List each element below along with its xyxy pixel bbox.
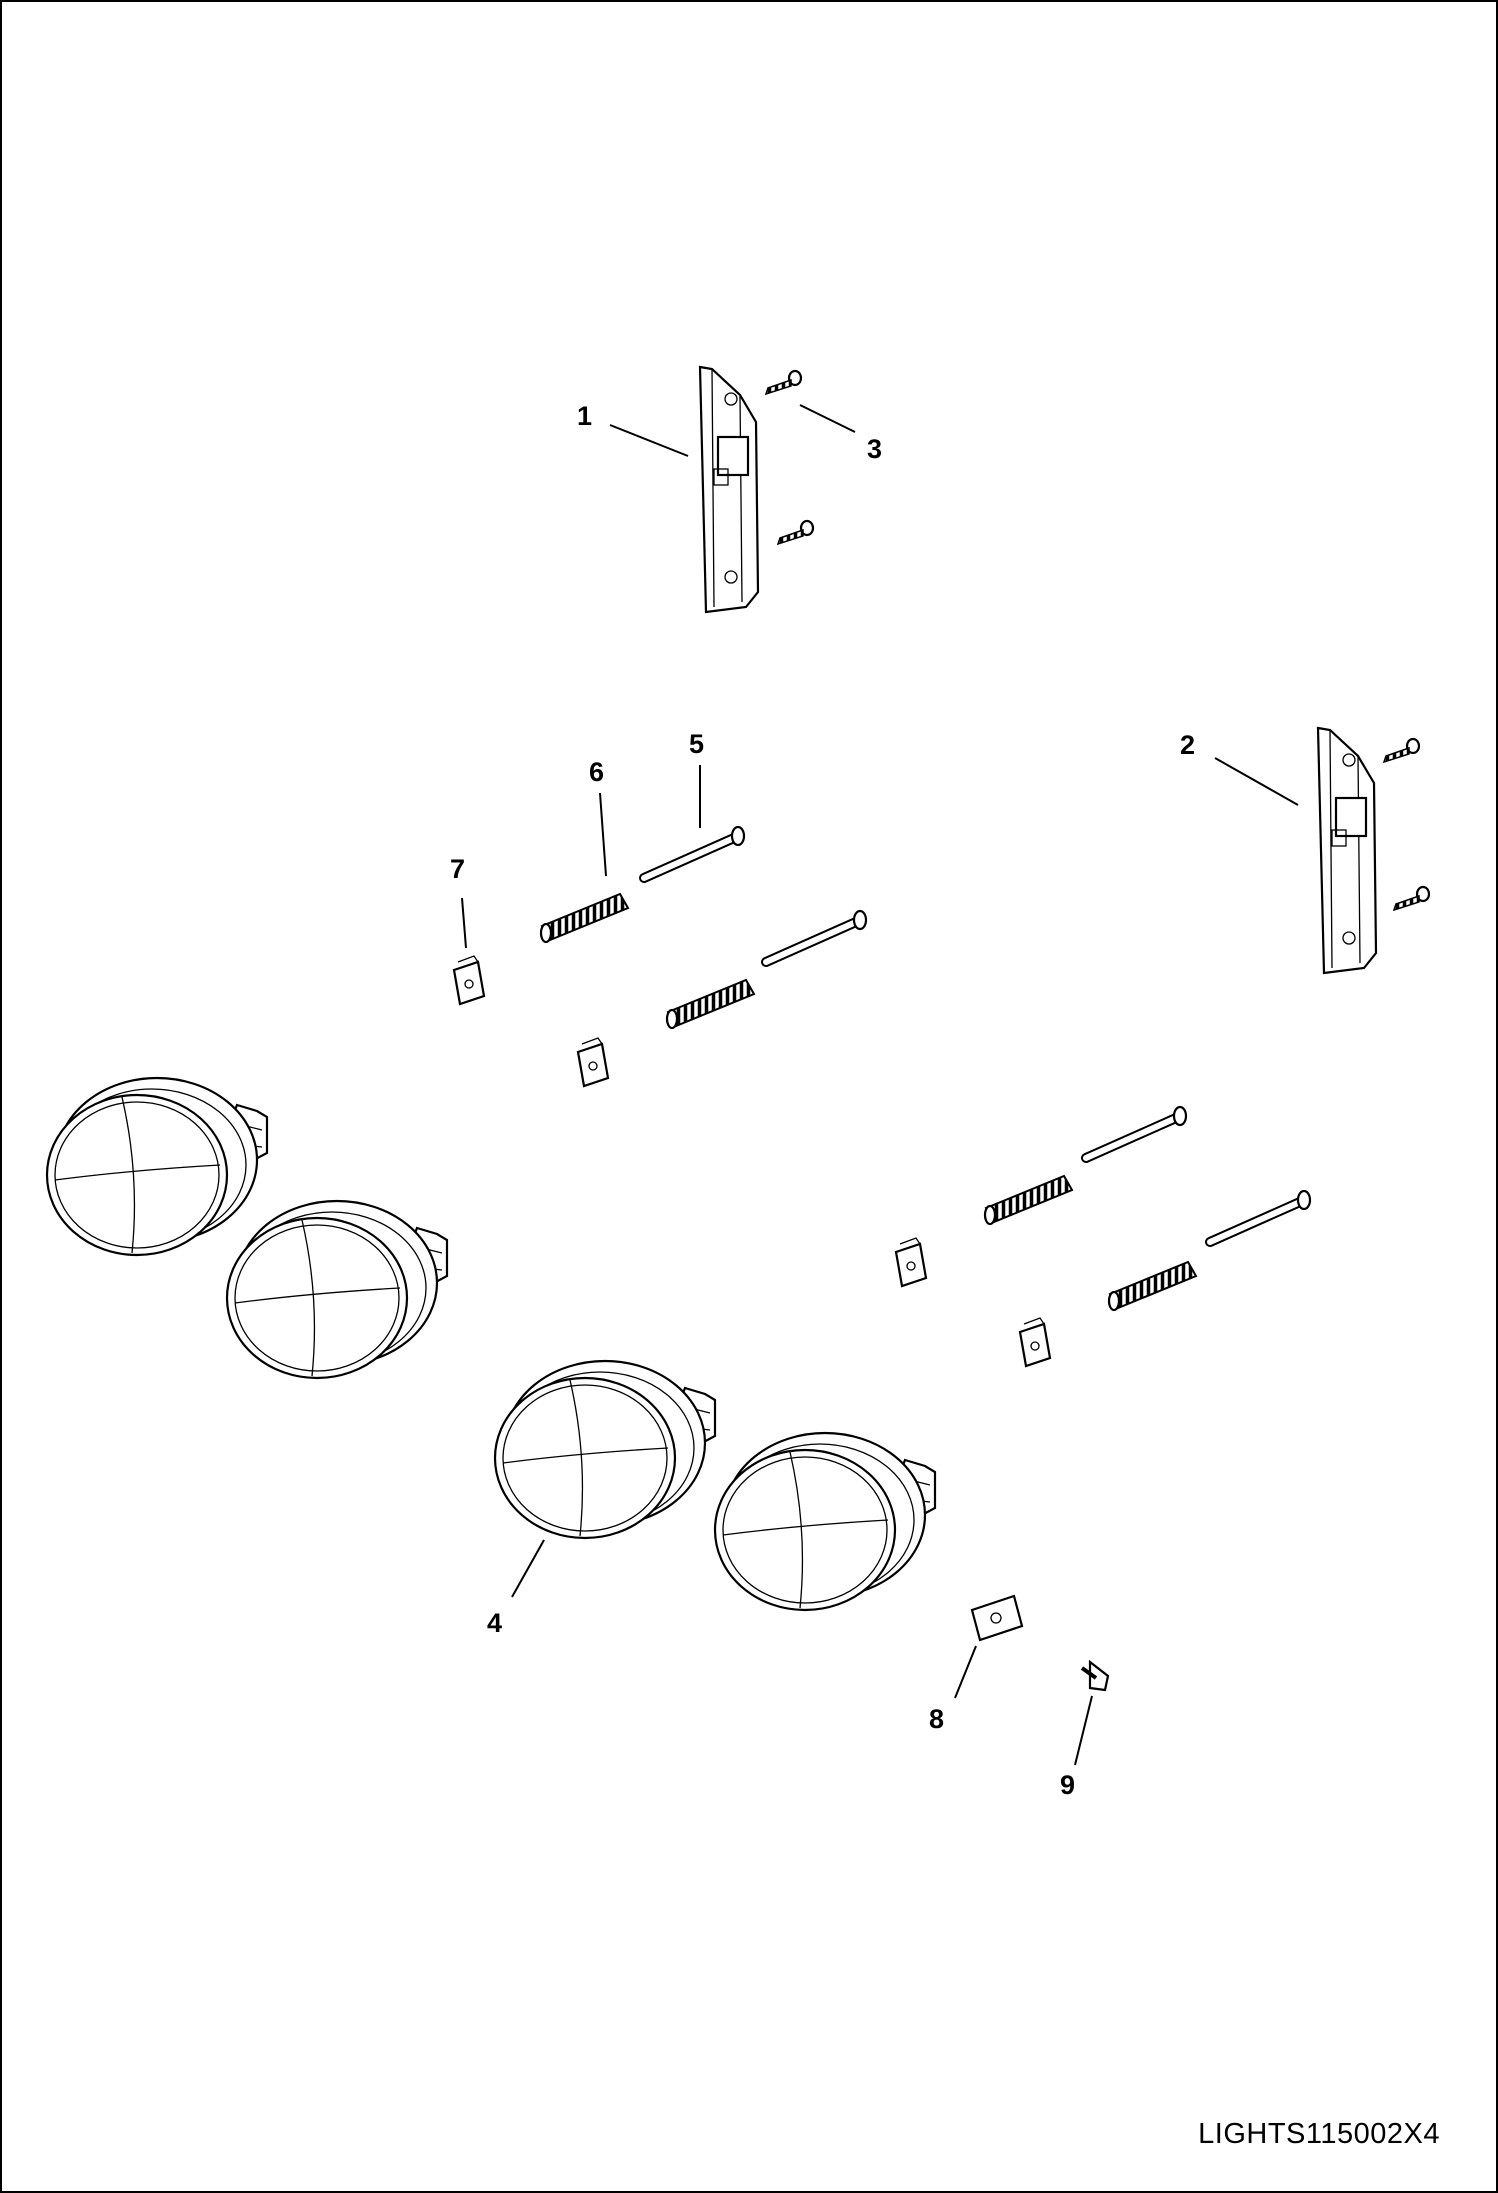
clip-item-7-d [1018,1316,1052,1368]
screw-item-3-upper [764,369,803,396]
leader-line-1 [609,424,689,457]
spring-item-6-c [983,1174,1074,1226]
spring-item-6-d [1107,1260,1198,1312]
marker-light-2 [1316,726,1378,975]
figure-reference: LIGHTS115002X4 [1198,2118,1440,2150]
work-light-item-4-d [713,1431,937,1612]
spring-item-6-b [665,978,756,1030]
bolt-item-5-b [766,911,866,962]
leader-line-6 [599,792,607,877]
callout-7: 7 [450,854,465,884]
leader-line-8 [954,1645,977,1699]
clip-item-7-b [576,1036,610,1088]
work-light-item-4-a [45,1076,269,1257]
callout-4: 4 [487,1608,502,1638]
callout-3: 3 [867,434,882,464]
screw-item-9 [1080,1659,1110,1692]
leader-line-2 [1214,757,1299,806]
callout-9: 9 [1060,1770,1075,1800]
screw-marker-2-upper [1382,737,1421,764]
screw-item-3-lower [776,519,815,546]
clip-item-8 [970,1594,1024,1642]
marker-light-1 [698,365,760,614]
leader-line-7 [461,897,467,949]
bolt-item-5-c [1086,1107,1186,1158]
callout-1: 1 [577,401,592,431]
clip-item-7-c [894,1236,928,1288]
bolt-item-5-a [644,827,744,878]
leader-line-3 [799,404,856,433]
screw-marker-2-lower [1392,885,1431,912]
callout-5: 5 [689,729,704,759]
work-light-item-4-b [225,1199,449,1380]
callout-8: 8 [929,1704,944,1734]
leader-line-9 [1074,1695,1093,1766]
work-light-item-4-c [493,1359,717,1540]
callout-2: 2 [1180,730,1195,760]
leader-line-4 [511,1539,545,1598]
bolt-item-5-d [1210,1191,1310,1242]
callout-6: 6 [589,757,604,787]
spring-item-6-a [539,892,630,944]
clip-item-7-a [452,954,486,1006]
